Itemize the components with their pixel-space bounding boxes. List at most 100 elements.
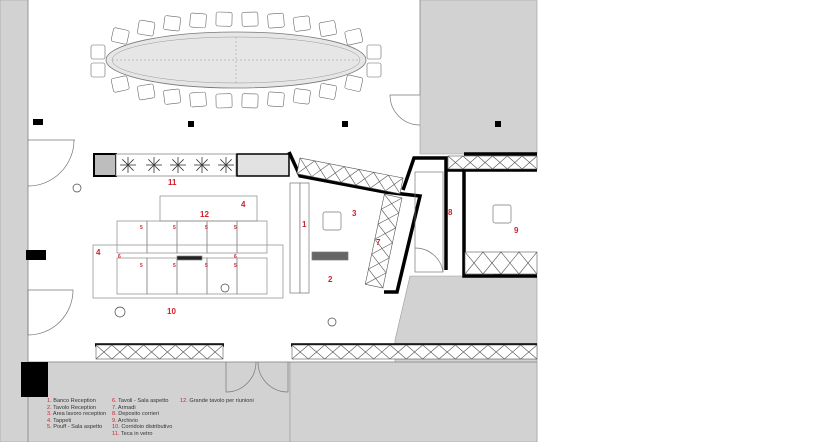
plant-leaf (172, 164, 179, 171)
doors (27, 94, 444, 393)
legend-col-1: 1. Banco Reception 2. Tavolo Reception 3… (47, 398, 106, 431)
legend-col-2: 6. Tavoli - Sala aspetto 7. Armadi 8. De… (112, 398, 172, 438)
reception-desk-outer (299, 182, 310, 294)
chair (318, 83, 337, 100)
reception-furniture (289, 182, 512, 294)
plant-leaf (196, 164, 203, 171)
chair (110, 75, 130, 93)
label-4b: 4 (96, 248, 101, 257)
chair (215, 11, 233, 27)
plant-leaf (201, 164, 208, 171)
reception-table (311, 251, 349, 261)
plant-leaf (127, 164, 134, 171)
waiting-area (92, 195, 284, 299)
work-chair (322, 211, 342, 231)
label-4: 4 (241, 200, 246, 209)
person (114, 306, 126, 318)
room-labels: 1 2 3 4 4 7 8 9 10 11 12 (96, 178, 519, 316)
chair (137, 19, 156, 37)
chair (366, 62, 382, 78)
bottom-mid-area (289, 361, 538, 442)
column (26, 250, 46, 260)
plant-leaf (201, 159, 208, 166)
label-7: 7 (376, 238, 381, 247)
chair (90, 44, 106, 60)
column (188, 121, 194, 127)
left-wall-area (0, 0, 29, 442)
plant-leaf (220, 164, 227, 171)
room9-wall (462, 170, 537, 278)
plant-leaf (122, 164, 129, 171)
pouf-label: 5 (205, 263, 208, 269)
chair (137, 83, 156, 101)
conference-chairs (90, 11, 382, 109)
legend-item: 11. Teca in vetro (112, 430, 153, 437)
label-11: 11 (168, 178, 177, 187)
table-label: 6 (118, 254, 121, 260)
legend-item: 1. Banco Reception (47, 398, 96, 404)
chair (344, 28, 364, 46)
deposit-wall (401, 156, 448, 270)
door-swing (27, 289, 74, 336)
plant-leaf (177, 159, 184, 166)
label-1: 1 (302, 220, 307, 229)
waiting-table (176, 255, 203, 261)
plant-leaf (127, 159, 134, 166)
chair (215, 93, 233, 109)
door-swing (389, 94, 421, 126)
legend-item: 6. Tavoli - Sala aspetto (112, 398, 169, 404)
pouf-label: 5 (205, 225, 208, 231)
legend-item: 12. Grande tavolo per riunioni (180, 398, 254, 404)
deposit-room (414, 171, 444, 273)
showcase-right (236, 153, 290, 177)
chair (318, 20, 337, 37)
plant-leaf (196, 159, 203, 166)
plant-leaf (177, 164, 184, 171)
pouf (206, 220, 238, 254)
pouf (176, 220, 208, 254)
pouf (176, 257, 208, 295)
plant-leaf (225, 164, 232, 171)
plant-leaf (153, 164, 160, 171)
column (21, 362, 48, 397)
legend-item: 9. Archivio (112, 417, 138, 424)
plant-leaf (220, 159, 227, 166)
plant-leaf (122, 159, 129, 166)
chair (189, 12, 207, 29)
label-3: 3 (352, 209, 357, 218)
showcase-plants (120, 157, 234, 173)
chair (189, 91, 207, 108)
archive-chair (492, 204, 512, 224)
pouf-grid (116, 220, 268, 295)
legend-item: 4. Tappeti (47, 417, 72, 424)
legend-item: 7. Armadi (112, 404, 136, 411)
door-swing (225, 361, 257, 393)
chair (110, 27, 130, 45)
label-10: 10 (167, 307, 176, 316)
top-right-area (419, 0, 538, 155)
legend-item: 5. Pouff - Sala aspetto (47, 424, 103, 431)
chair (241, 93, 259, 109)
pouf-label: 5 (234, 263, 237, 269)
cabinets (95, 155, 538, 360)
door-swing (27, 139, 75, 187)
rug-large (92, 244, 284, 299)
chair (241, 11, 259, 27)
pouf-label: 5 (234, 225, 237, 231)
label-12: 12 (200, 210, 209, 219)
pouf-label: 5 (173, 263, 176, 269)
label-9: 9 (514, 226, 519, 235)
cabinet (447, 155, 538, 170)
pouf (236, 257, 268, 295)
pouf-label: 5 (173, 225, 176, 231)
person (72, 183, 82, 193)
chair (163, 88, 181, 105)
chair (366, 44, 382, 60)
plant-leaf (148, 164, 155, 171)
plant-leaf (172, 159, 179, 166)
table-label: 6 (234, 254, 237, 260)
label-8: 8 (448, 208, 453, 217)
chair (90, 62, 106, 78)
